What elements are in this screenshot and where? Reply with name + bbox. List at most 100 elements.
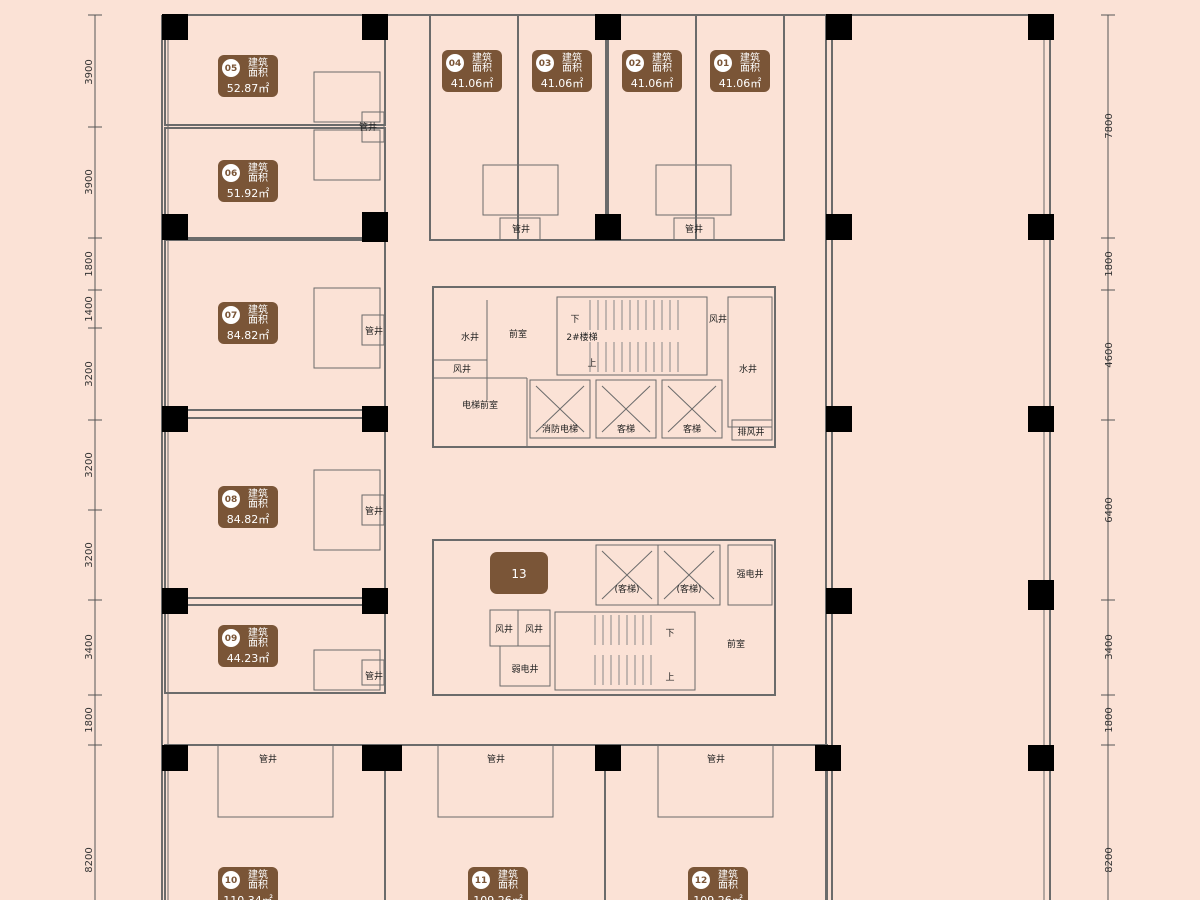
unit-area-08: 84.82㎡ — [227, 513, 270, 526]
unit-label-08: 面积 — [248, 498, 268, 510]
left-dimension-line — [88, 14, 102, 900]
unit-label-04: 面积 — [472, 62, 492, 74]
passenger-elevator-label-4: (客梯) — [676, 583, 701, 595]
shaft-label-1: 管井 — [359, 121, 377, 133]
unit-number-08: 08 — [225, 495, 238, 505]
unit-label-06: 面积 — [248, 172, 268, 184]
dim-right-3: 4600 — [1104, 342, 1115, 367]
dim-left-9: 1800 — [84, 707, 95, 732]
dim-left-4: 1400 — [84, 296, 95, 321]
unit-label-07: 建筑 — [248, 303, 268, 316]
front-room-label-2: 前室 — [727, 638, 745, 650]
weak-elec-label: 弱电井 — [511, 663, 538, 675]
unit-label-03: 建筑 — [562, 51, 582, 64]
unit-label-04: 建筑 — [472, 51, 492, 64]
unit-label-10: 建筑 — [248, 868, 268, 881]
unit-13-badge — [490, 552, 548, 594]
wind-shaft-label-1: 风井 — [453, 363, 471, 375]
unit-label-12: 建筑 — [718, 868, 738, 881]
unit-label-11: 建筑 — [498, 868, 518, 881]
unit-area-04: 41.06㎡ — [451, 77, 494, 90]
front-room-label-1: 前室 — [509, 328, 527, 340]
unit-label-09: 面积 — [248, 637, 268, 649]
passenger-elevator-label-1: 客梯 — [617, 423, 635, 435]
unit-number-09: 09 — [225, 634, 238, 644]
shaft-label-4: 管井 — [365, 670, 383, 682]
dim-right-1: 7800 — [1104, 113, 1115, 138]
unit-label-10: 面积 — [248, 879, 268, 891]
wind-shaft-label-2: 风井 — [709, 313, 727, 325]
stair-up-label-2: 上 — [665, 672, 674, 683]
unit-area-11: 109.26㎡ — [473, 894, 523, 900]
fire-elevator-label: 消防电梯 — [542, 423, 578, 435]
unit-area-05: 52.87㎡ — [227, 82, 270, 95]
unit-area-10: 110.34㎡ — [223, 894, 273, 900]
unit-number-06: 06 — [225, 169, 238, 179]
unit-badge-11: 11建筑面积109.26㎡ — [468, 867, 528, 900]
unit-label-05: 面积 — [248, 67, 268, 79]
passenger-elevator-label-2: 客梯 — [683, 423, 701, 435]
exhaust-shaft-label: 排风井 — [737, 426, 764, 438]
unit-number-12: 12 — [695, 876, 708, 886]
unit-label-09: 建筑 — [248, 626, 268, 639]
unit-label-05: 建筑 — [248, 56, 268, 69]
core-1 — [432, 286, 776, 448]
passenger-elevator-label-3: (客梯) — [614, 583, 639, 595]
shaft-label-2: 管井 — [365, 325, 383, 337]
unit-area-01: 41.06㎡ — [719, 77, 762, 90]
unit-number-05: 05 — [225, 64, 238, 74]
unit-number-04: 04 — [449, 59, 462, 69]
unit-number-11: 11 — [475, 876, 488, 886]
unit-13-number: 13 — [511, 567, 526, 581]
unit-label-06: 建筑 — [248, 161, 268, 174]
dim-left-1: 3900 — [84, 59, 95, 84]
stair2-label: 2#楼梯 — [566, 331, 597, 343]
right-dimension-line — [1101, 14, 1115, 900]
dim-left-3: 1800 — [84, 251, 95, 276]
unit-number-10: 10 — [225, 876, 238, 886]
elevator-front-label: 电梯前室 — [462, 399, 498, 411]
bottom-unit-walls — [164, 744, 828, 900]
unit-label-01: 建筑 — [740, 51, 760, 64]
dim-right-4: 6400 — [1104, 497, 1115, 522]
unit-label-03: 面积 — [562, 62, 582, 74]
dim-right-5: 3400 — [1104, 634, 1115, 659]
strong-elec-label: 强电井 — [736, 568, 763, 580]
core-2 — [432, 539, 776, 696]
dim-left-5: 3200 — [84, 361, 95, 386]
unit-number-01: 01 — [717, 59, 730, 69]
dim-right-7: 8200 — [1104, 847, 1115, 872]
unit-area-07: 84.82㎡ — [227, 329, 270, 342]
stair-down-label-1: 下 — [570, 315, 579, 325]
water-shaft-label-1: 水井 — [461, 331, 479, 343]
dim-left-2: 3900 — [84, 169, 95, 194]
unit-area-12: 109.26㎡ — [693, 894, 743, 900]
unit-area-06: 51.92㎡ — [227, 187, 270, 200]
water-shaft-label-2: 水井 — [739, 363, 757, 375]
left-shafts — [361, 111, 385, 686]
dim-right-6: 1800 — [1104, 707, 1115, 732]
stair-down-label-2: 下 — [665, 629, 674, 639]
unit-area-03: 41.06㎡ — [541, 77, 584, 90]
unit-area-02: 41.06㎡ — [631, 77, 674, 90]
shaft-label-3: 管井 — [365, 505, 383, 517]
unit-number-07: 07 — [225, 311, 238, 321]
unit-badge-12: 12建筑面积109.26㎡ — [688, 867, 748, 900]
dim-left-7: 3200 — [84, 542, 95, 567]
dim-left-10: 8200 — [84, 847, 95, 872]
stair-up-label-1: 上 — [587, 358, 596, 369]
unit-number-03: 03 — [539, 59, 552, 69]
shaft-label-7: 管井 — [259, 753, 277, 765]
dim-right-2: 1800 — [1104, 251, 1115, 276]
wind-shaft-label-4: 风井 — [525, 623, 543, 635]
shaft-label-8: 管井 — [487, 753, 505, 765]
unit-area-09: 44.23㎡ — [227, 652, 270, 665]
